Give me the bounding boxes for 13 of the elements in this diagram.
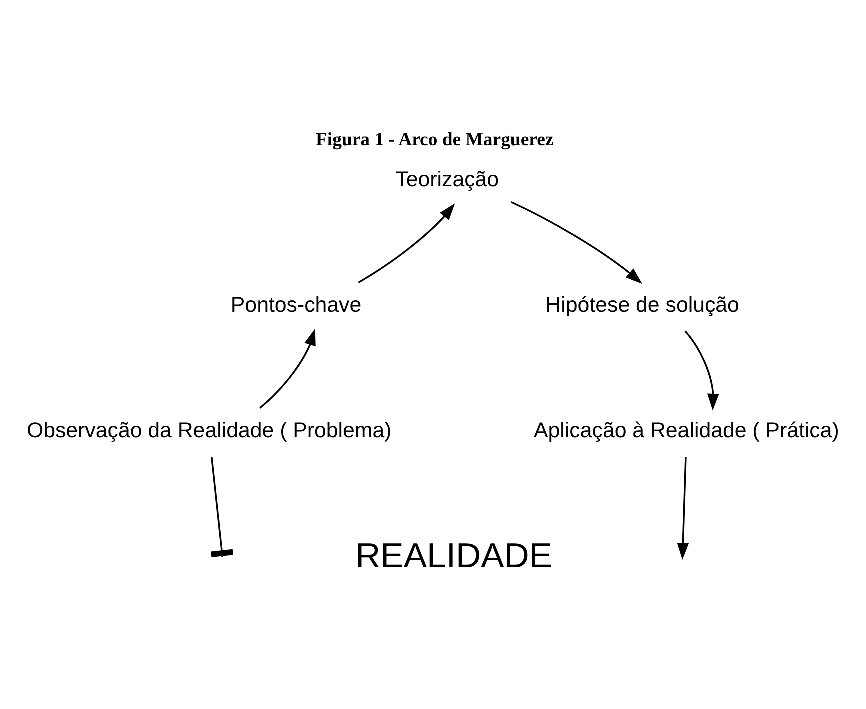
- node-text: Aplicação à Realidade ( Prática): [534, 418, 840, 442]
- arrow: [684, 330, 720, 410]
- label: REALIDADE: [356, 536, 553, 575]
- arrow: [260, 328, 316, 408]
- node-text: Teorização: [396, 166, 500, 191]
- node-text: Observação da Realidade ( Problema): [26, 418, 392, 442]
- node-text: Pontos-chave: [230, 292, 362, 316]
- arrow: [511, 200, 643, 284]
- arrow: [677, 456, 690, 560]
- connector: [211, 456, 224, 557]
- diagram-title: Figura 1 - Arco de Marguerez: [316, 128, 554, 150]
- node-text: Hipótese de solução: [546, 292, 740, 316]
- arrow: [358, 203, 456, 283]
